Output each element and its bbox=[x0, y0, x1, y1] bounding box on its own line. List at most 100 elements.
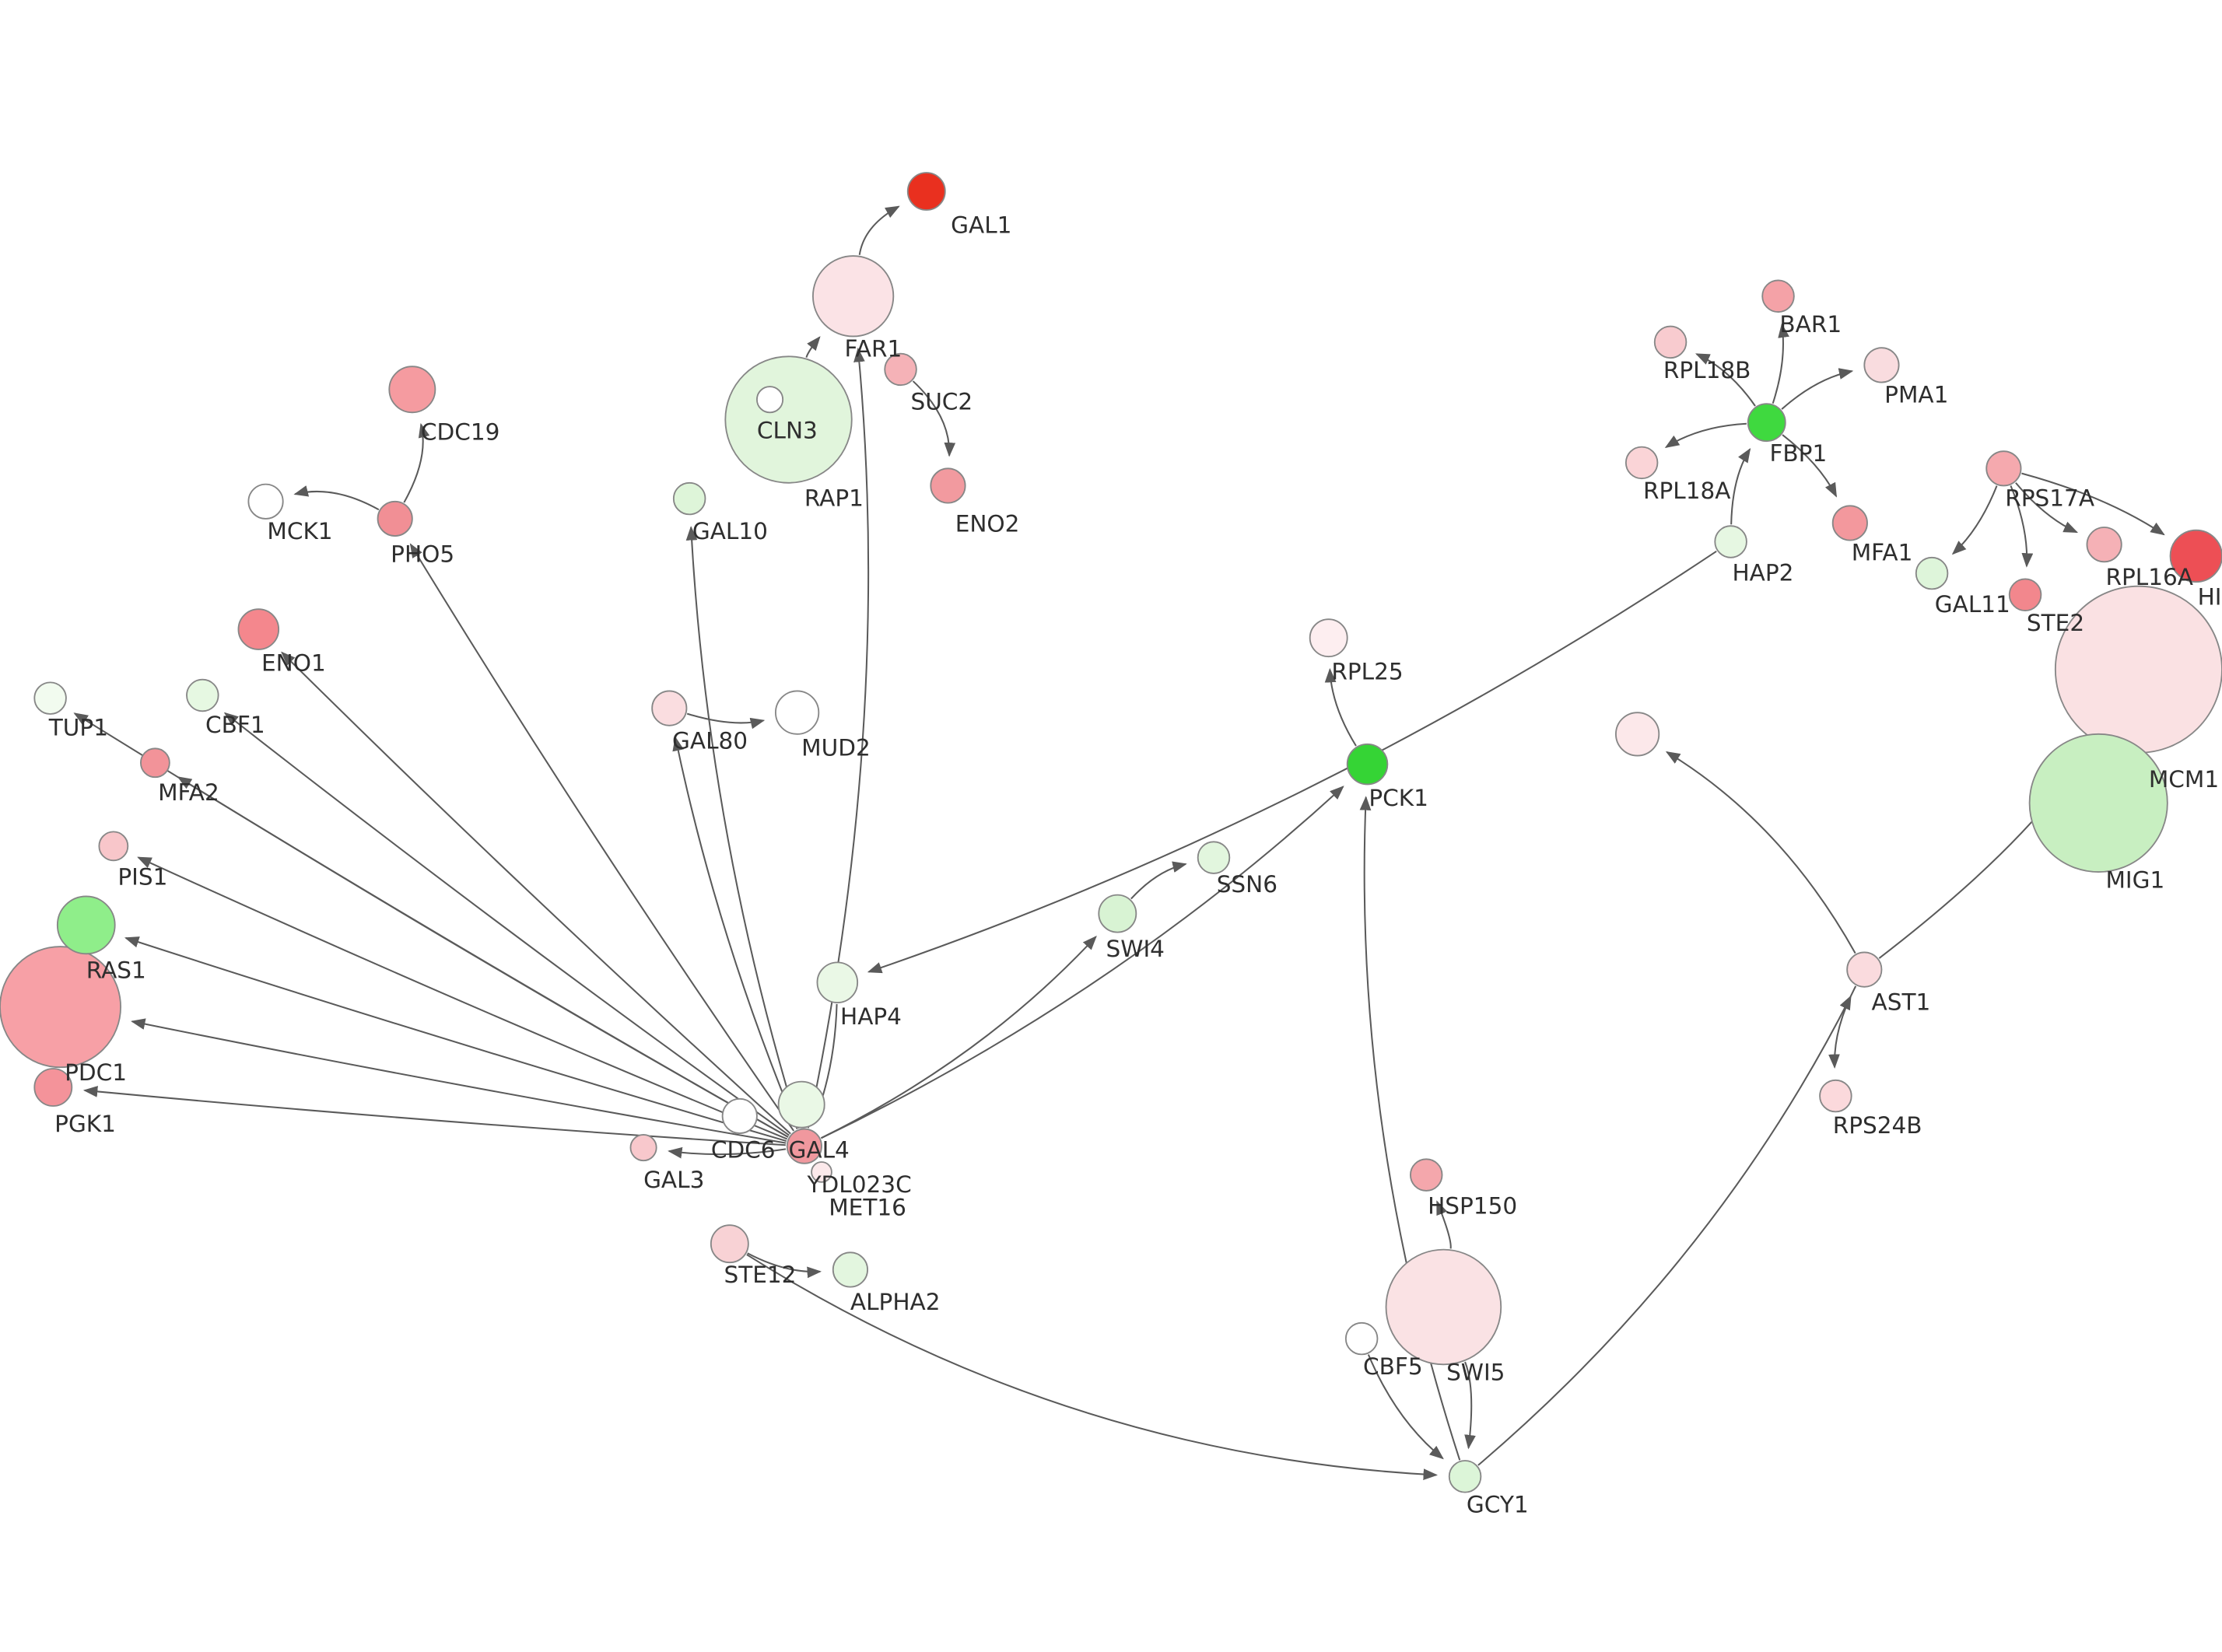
node-pho5[interactable] bbox=[377, 500, 413, 537]
edge-FBP1-RPL18B[interactable] bbox=[1695, 353, 1756, 407]
edge-GAL4-ENO1[interactable] bbox=[281, 651, 791, 1135]
node-met16[interactable] bbox=[811, 1161, 832, 1183]
node-ste2[interactable] bbox=[2008, 578, 2042, 612]
node-label-cdc6: CDC6 bbox=[711, 1136, 776, 1163]
edge-FAR1-GAL1[interactable] bbox=[858, 205, 900, 255]
node-eno2[interactable] bbox=[930, 467, 966, 504]
node-mck1[interactable] bbox=[247, 483, 284, 520]
edge-GAL4-PIS1[interactable] bbox=[137, 856, 788, 1140]
edge-HAP2-FBP1[interactable] bbox=[1730, 448, 1751, 525]
edge-FBP1-RPL18A[interactable] bbox=[1664, 422, 1747, 448]
edge-PHO5-CDC19[interactable] bbox=[403, 422, 430, 503]
node-ssn6[interactable] bbox=[1197, 841, 1231, 874]
node-rpl18b[interactable] bbox=[1653, 325, 1688, 359]
node-rpl18a[interactable] bbox=[1624, 446, 1659, 480]
node-pgk1[interactable] bbox=[33, 1068, 73, 1107]
edge-STE12-GCY1[interactable] bbox=[746, 1254, 1438, 1480]
node-pis1[interactable] bbox=[98, 831, 129, 862]
node-gal80[interactable] bbox=[651, 690, 688, 726]
edge-STE12-ALPHA2[interactable] bbox=[747, 1252, 822, 1279]
node-cbf1[interactable] bbox=[186, 678, 219, 712]
node-gcy1[interactable] bbox=[1448, 1460, 1482, 1493]
node-alpha2[interactable] bbox=[832, 1251, 868, 1288]
edge-SWI5-GCY1[interactable] bbox=[1464, 1361, 1476, 1450]
edge-GAL4-RAS1[interactable] bbox=[124, 936, 787, 1143]
node-unnamed1[interactable] bbox=[1615, 712, 1660, 757]
edge-GAL4-TUP1[interactable] bbox=[73, 712, 789, 1138]
edge-GAL4-CBF1[interactable] bbox=[223, 712, 790, 1136]
edge-RPS17A-RPL16A[interactable] bbox=[2015, 482, 2079, 534]
node-gal10[interactable] bbox=[672, 481, 706, 516]
edge-GAL80-MUD2[interactable] bbox=[686, 712, 766, 730]
edge-SWI5-HSP150[interactable] bbox=[1436, 1200, 1452, 1249]
node-label-gal3: GAL3 bbox=[643, 1167, 704, 1193]
node-far1[interactable] bbox=[812, 255, 895, 338]
nodes-layer bbox=[0, 172, 2222, 1493]
edge-SUC2-ENO2[interactable] bbox=[912, 380, 956, 457]
edge-AST1-UNNAMED1[interactable] bbox=[1665, 751, 1856, 954]
node-swi4[interactable] bbox=[1098, 894, 1137, 933]
node-ast1[interactable] bbox=[1846, 951, 1883, 988]
edge-FBP1-MFA1[interactable] bbox=[1782, 434, 1838, 498]
edge-SWI4-SSN6[interactable] bbox=[1130, 861, 1187, 900]
node-cdc6[interactable] bbox=[721, 1097, 758, 1135]
edge-PHO5-MCK1[interactable] bbox=[293, 485, 380, 511]
edge-CLN3-FAR1[interactable] bbox=[805, 336, 821, 358]
edge-RPS17A-GAL11[interactable] bbox=[1951, 485, 1998, 555]
node-cdc19[interactable] bbox=[388, 366, 436, 414]
edge-GCY1-AST1[interactable] bbox=[1477, 995, 1852, 1466]
node-hap2[interactable] bbox=[1714, 525, 1747, 558]
node-gal4[interactable] bbox=[786, 1128, 822, 1164]
edge-GAL4-GAL10[interactable] bbox=[685, 526, 800, 1129]
node-rps24b[interactable] bbox=[1819, 1079, 1852, 1113]
node-gal3[interactable] bbox=[629, 1134, 657, 1162]
node-pdc1[interactable] bbox=[0, 946, 121, 1069]
node-mfa1[interactable] bbox=[1831, 505, 1868, 541]
node-mig1[interactable] bbox=[2028, 733, 2168, 873]
node-ras1[interactable] bbox=[56, 895, 116, 955]
node-gal11[interactable] bbox=[1915, 556, 1949, 590]
node-eno1[interactable] bbox=[237, 608, 280, 650]
edge-GAL4-GAL3[interactable] bbox=[668, 1146, 787, 1159]
node-tup1[interactable] bbox=[33, 681, 67, 715]
edge-GAL4-GAL80[interactable] bbox=[672, 736, 798, 1129]
node-rpl16a[interactable] bbox=[2086, 527, 2122, 563]
node-hap4[interactable] bbox=[816, 961, 859, 1004]
node-swi5[interactable] bbox=[1385, 1248, 1502, 1366]
node-ste12[interactable] bbox=[710, 1224, 749, 1264]
node-pma1[interactable] bbox=[1863, 347, 1900, 383]
node-hsp150[interactable] bbox=[1410, 1158, 1443, 1192]
node-mud2[interactable] bbox=[775, 690, 820, 735]
edge-CBF5-GCY1[interactable] bbox=[1367, 1354, 1444, 1460]
node-gal1[interactable] bbox=[906, 172, 946, 211]
node-rpl25[interactable] bbox=[1309, 618, 1348, 658]
edge-RPS17A-STE2[interactable] bbox=[2010, 485, 2034, 568]
node-rap1[interactable] bbox=[756, 386, 784, 414]
edge-RPS17A-HIS4[interactable] bbox=[2021, 472, 2165, 536]
edge-GAL4-MFA2[interactable] bbox=[177, 776, 789, 1138]
edge-GAL4-PHO5[interactable] bbox=[409, 543, 795, 1132]
edge-PCK1-RPL25[interactable] bbox=[1324, 667, 1357, 747]
node-his4[interactable] bbox=[2169, 529, 2222, 583]
edge-GAL4-PCK1[interactable] bbox=[821, 786, 1344, 1139]
node-cbf5[interactable] bbox=[1344, 1321, 1379, 1356]
node-bar1[interactable] bbox=[1761, 279, 1795, 313]
node-rps17a[interactable] bbox=[1985, 450, 2022, 487]
edge-FBP1-BAR1[interactable] bbox=[1772, 323, 1789, 404]
edge-GAL4-SWI4[interactable] bbox=[820, 935, 1097, 1139]
node-mfa2[interactable] bbox=[140, 747, 170, 779]
node-pck1[interactable] bbox=[1346, 743, 1389, 786]
edge-HAP2-HAP4[interactable] bbox=[867, 550, 1717, 974]
edge-GAL4-PGK1[interactable] bbox=[82, 1086, 786, 1146]
edge-AST1-RPS24B[interactable] bbox=[1828, 985, 1857, 1069]
edge-FBP1-PMA1[interactable] bbox=[1781, 368, 1854, 410]
edge-GAL4-PDC1[interactable] bbox=[131, 1018, 787, 1144]
node-ydl023c[interactable] bbox=[777, 1080, 825, 1129]
node-cln3[interactable] bbox=[724, 355, 853, 484]
node-fbp1[interactable] bbox=[1747, 403, 1786, 443]
edge-GAL4-FAR1[interactable] bbox=[807, 347, 870, 1129]
node-suc2[interactable] bbox=[884, 352, 917, 387]
edge-GCY1-PCK1[interactable] bbox=[1359, 796, 1461, 1461]
